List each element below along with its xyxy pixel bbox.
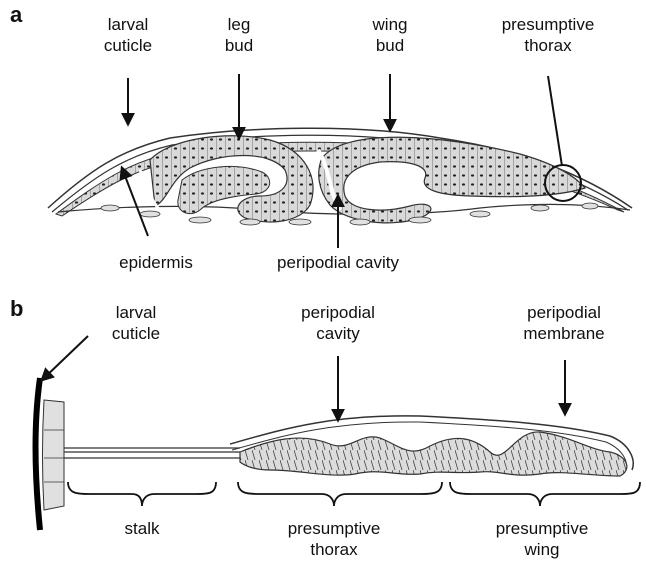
brace-stalk bbox=[68, 482, 216, 506]
epidermis-block bbox=[43, 400, 65, 510]
panel-a-illustration bbox=[48, 128, 632, 225]
label-a-epidermis: epidermis bbox=[108, 252, 204, 273]
arrow-b-larval-cuticle bbox=[42, 336, 88, 380]
brace-presumptive-wing bbox=[450, 482, 640, 506]
brace-presumptive-thorax bbox=[238, 482, 442, 506]
panel-letter-b: b bbox=[10, 298, 23, 320]
label-b-stalk: stalk bbox=[116, 518, 168, 539]
panel-letter-a: a bbox=[10, 4, 22, 26]
label-a-peripodial-cavity: peripodial cavity bbox=[254, 252, 422, 273]
arrow-a-presumptive-thorax bbox=[548, 76, 562, 166]
panel-b-illustration bbox=[36, 378, 634, 530]
larval-cuticle-bar bbox=[36, 378, 41, 530]
stalk-tube bbox=[64, 448, 240, 458]
disc-proper bbox=[240, 432, 627, 476]
